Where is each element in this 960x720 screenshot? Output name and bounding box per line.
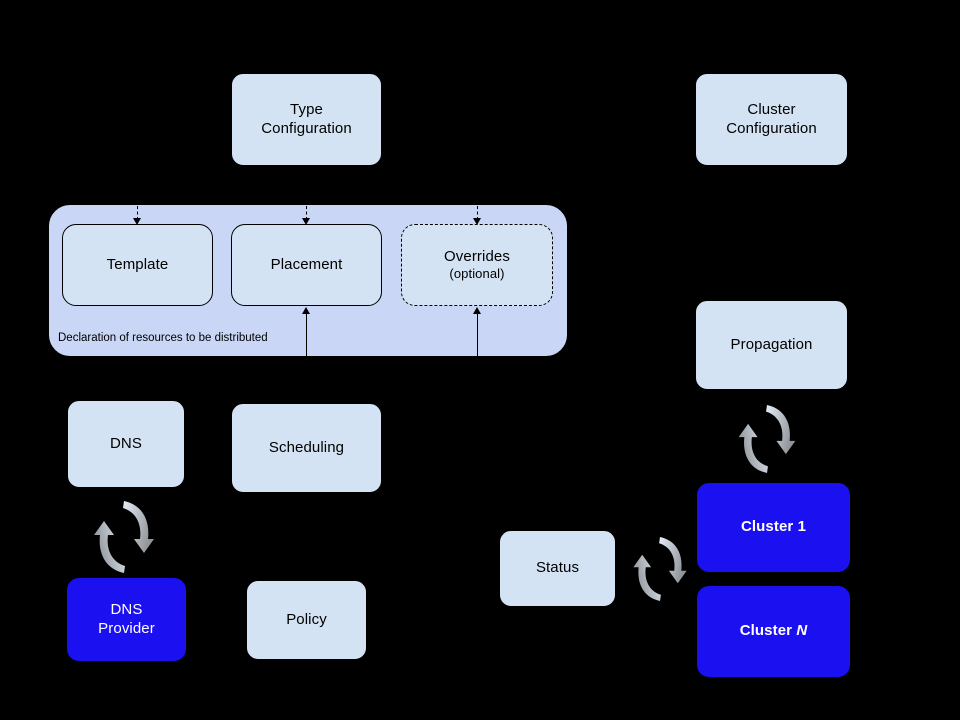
node-overrides[interactable]: Overrides (optional)	[401, 224, 553, 306]
arrowhead-template	[133, 218, 141, 225]
arrowhead-placement	[302, 218, 310, 225]
node-template-label: Template	[106, 255, 169, 273]
group-caption: Declaration of resources to be distribut…	[58, 332, 268, 344]
node-scheduling[interactable]: Scheduling	[231, 403, 382, 493]
sync-arrows-icon-dns	[88, 497, 160, 577]
node-status[interactable]: Status	[499, 530, 616, 607]
connector-policy-to-overrides	[477, 313, 478, 357]
node-cluster-1[interactable]: Cluster 1	[697, 483, 850, 572]
node-status-label: Status	[535, 559, 580, 577]
node-overrides-label: Overrides	[444, 247, 510, 265]
node-cluster-n-prefix: Cluster	[739, 622, 797, 640]
node-cluster-1-label: Cluster 1	[740, 518, 807, 536]
node-policy[interactable]: Policy	[246, 580, 367, 660]
connector-scheduling-to-placement	[306, 313, 307, 357]
node-dns-provider[interactable]: DNS Provider	[67, 578, 186, 661]
node-propagation-label: Propagation	[730, 335, 813, 353]
node-cluster-n-suffix: N	[796, 622, 808, 640]
arrowhead-overrides-bottom	[473, 307, 481, 314]
node-template[interactable]: Template	[62, 224, 213, 306]
node-type-configuration[interactable]: Type Configuration	[231, 73, 382, 166]
arrowhead-overrides	[473, 218, 481, 225]
node-overrides-sublabel: (optional)	[449, 266, 505, 282]
node-policy-label: Policy	[286, 610, 327, 628]
connector-typeconfig-to-placement	[306, 206, 307, 220]
connector-typeconfig-to-template	[137, 206, 138, 220]
connector-typeconfig-to-overrides	[477, 206, 478, 220]
node-cluster-configuration-label: Cluster Configuration	[726, 100, 817, 137]
node-scheduling-label: Scheduling	[268, 438, 345, 456]
node-placement-label: Placement	[270, 255, 343, 273]
node-cluster-configuration[interactable]: Cluster Configuration	[695, 73, 848, 166]
node-cluster-n-text: Cluster N	[740, 622, 808, 641]
node-placement[interactable]: Placement	[231, 224, 382, 306]
node-dns-label: DNS	[110, 434, 142, 452]
sync-arrows-icon-status	[628, 528, 692, 610]
sync-arrows-icon-propagation	[733, 398, 801, 480]
node-cluster-n[interactable]: Cluster N	[697, 586, 850, 677]
node-overrides-text: Overrides (optional)	[444, 229, 510, 302]
node-propagation[interactable]: Propagation	[695, 300, 848, 390]
node-dns[interactable]: DNS	[67, 400, 185, 488]
arrowhead-placement-bottom	[302, 307, 310, 314]
node-dns-provider-label: DNS Provider	[98, 600, 155, 637]
node-type-configuration-label: Type Configuration	[261, 100, 352, 137]
